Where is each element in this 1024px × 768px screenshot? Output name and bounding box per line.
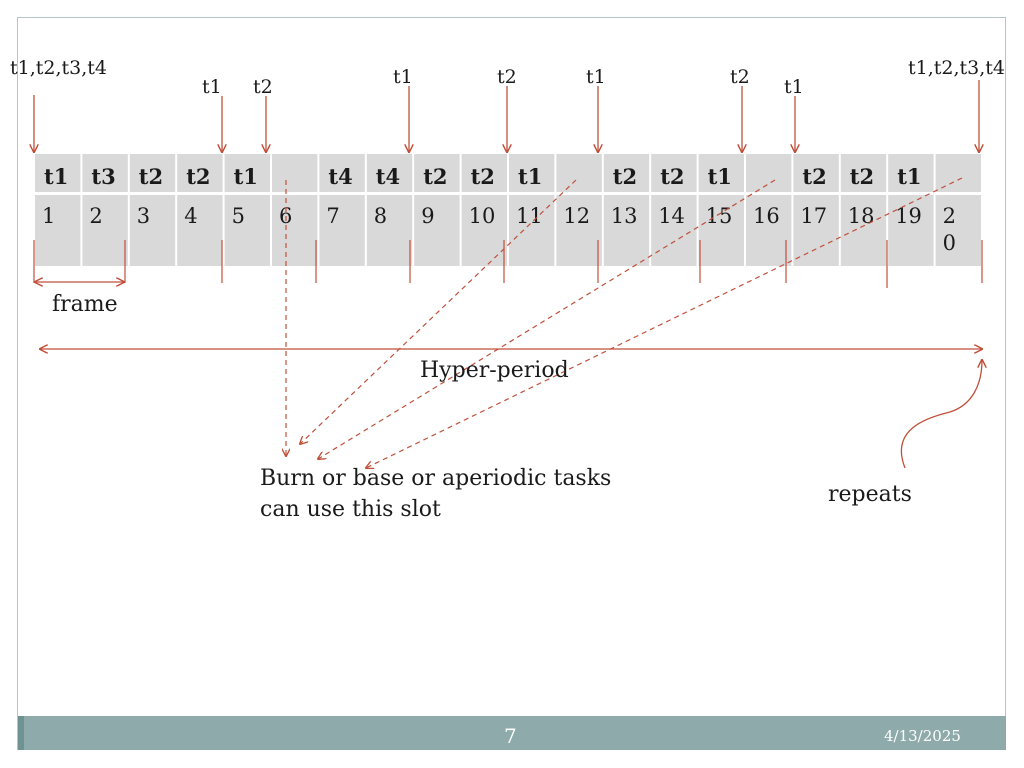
page-number: 7	[504, 724, 517, 748]
slot-number-label: 0	[943, 231, 956, 255]
slot-task-cell	[177, 154, 223, 192]
slot-task-label: t4	[376, 164, 400, 189]
arrival-label: t1	[586, 66, 606, 88]
slot-number-label: 19	[895, 204, 922, 228]
slot-number-label: 1	[42, 204, 55, 228]
frame-label: frame	[52, 292, 118, 317]
slot-task-label: t1	[897, 164, 921, 189]
slot-number-label: 14	[658, 204, 685, 228]
slot-number-label: 5	[232, 204, 245, 228]
arrival-label: t1	[202, 76, 222, 98]
slot-number-cell	[224, 195, 270, 266]
slot-task-label: t2	[471, 164, 495, 189]
slot-number-cell	[366, 195, 413, 266]
slot-task-cell	[509, 154, 555, 192]
slot-task-cell	[35, 154, 81, 192]
repeats-arrow	[900, 360, 982, 469]
slot-note-line1: Burn or base or aperiodic tasks	[260, 466, 612, 491]
slot-task-label: t1	[708, 164, 732, 189]
slot-number-cell	[840, 195, 887, 266]
slot-number-cell	[319, 195, 365, 266]
slot-task-label: t2	[802, 164, 826, 189]
arrival-label: t1	[393, 66, 413, 88]
slot-number-label: 16	[753, 204, 780, 228]
slot-task-cell	[414, 154, 460, 192]
slot-number-cell	[651, 195, 697, 266]
slot-number-label: 7	[326, 204, 339, 228]
slot-number-cell	[746, 195, 792, 266]
slot-number-cell	[82, 195, 128, 266]
slot-task-label: t1	[234, 164, 258, 189]
slot-number-cell	[177, 195, 223, 266]
hyper-period-label: Hyper-period	[420, 358, 569, 383]
slot-task-label: t2	[139, 164, 163, 189]
slot-task-cell	[82, 154, 128, 192]
slot-number-label: 17	[800, 204, 827, 228]
slot-task-cell	[272, 154, 318, 192]
slot-number-cell	[603, 195, 650, 266]
arrival-label: t1,t2,t3,t4	[10, 57, 107, 79]
slot-note-line2: can use this slot	[260, 497, 441, 522]
slot-task-cell	[556, 154, 602, 192]
slot-number-cell	[129, 195, 176, 266]
slot-task-cell	[935, 154, 981, 192]
slot-number-cell	[35, 195, 81, 266]
slot-number-cell	[698, 195, 744, 266]
slot-task-cell	[793, 154, 839, 192]
slot-number-cell	[888, 195, 934, 266]
slot-number-label: 18	[848, 204, 875, 228]
slot-number-label: 15	[706, 204, 733, 228]
slot-number-label: 10	[469, 204, 496, 228]
footer-date: 4/13/2025	[884, 727, 961, 745]
slot-number-label: 8	[374, 204, 387, 228]
slot-task-cell	[319, 154, 365, 192]
slot-number-cell	[509, 195, 555, 266]
arrival-label: t2	[497, 66, 517, 88]
slot-task-label: t2	[613, 164, 637, 189]
slot-number-label: 2	[943, 204, 956, 228]
slot-number-label: 3	[137, 204, 150, 228]
slot-task-cell	[603, 154, 650, 192]
slot-number-label: 13	[611, 204, 638, 228]
repeats-label: repeats	[828, 482, 912, 507]
slot-task-label: t1	[518, 164, 542, 189]
arrival-label: t2	[253, 76, 273, 98]
slot-task-cell	[840, 154, 887, 192]
slot-number-cell	[414, 195, 460, 266]
arrival-label: t1,t2,t3,t4	[908, 57, 1005, 79]
slot-task-label: t4	[328, 164, 352, 189]
slot-number-cell	[461, 195, 507, 266]
slot-task-label: t1	[44, 164, 68, 189]
slot-task-cell	[129, 154, 176, 192]
arrival-label: t1	[784, 76, 804, 98]
slot-number-label: 9	[421, 204, 434, 228]
slot-task-cell	[746, 154, 792, 192]
slot-number-label: 2	[89, 204, 102, 228]
slot-task-cell	[651, 154, 697, 192]
footer-bar	[18, 716, 1006, 750]
slot-task-cell	[698, 154, 744, 192]
slot-task-label: t2	[186, 164, 210, 189]
slot-task-label: t2	[423, 164, 447, 189]
slot-number-label: 12	[563, 204, 590, 228]
slot-task-label: t2	[660, 164, 684, 189]
slot-task-label: t2	[850, 164, 874, 189]
slot-task-cell	[224, 154, 270, 192]
slot-task-cell	[366, 154, 413, 192]
idle-slot-pointer	[300, 179, 577, 444]
slot-number-cell	[935, 195, 981, 266]
slot-number-cell	[793, 195, 839, 266]
slot-number-cell	[272, 195, 318, 266]
slot-number-label: 4	[184, 204, 197, 228]
slot-task-cell	[461, 154, 507, 192]
arrival-label: t2	[730, 66, 750, 88]
slot-task-cell	[888, 154, 934, 192]
slot-number-cell	[556, 195, 602, 266]
idle-slot-pointer	[366, 177, 963, 468]
slot-task-label: t3	[91, 164, 115, 189]
